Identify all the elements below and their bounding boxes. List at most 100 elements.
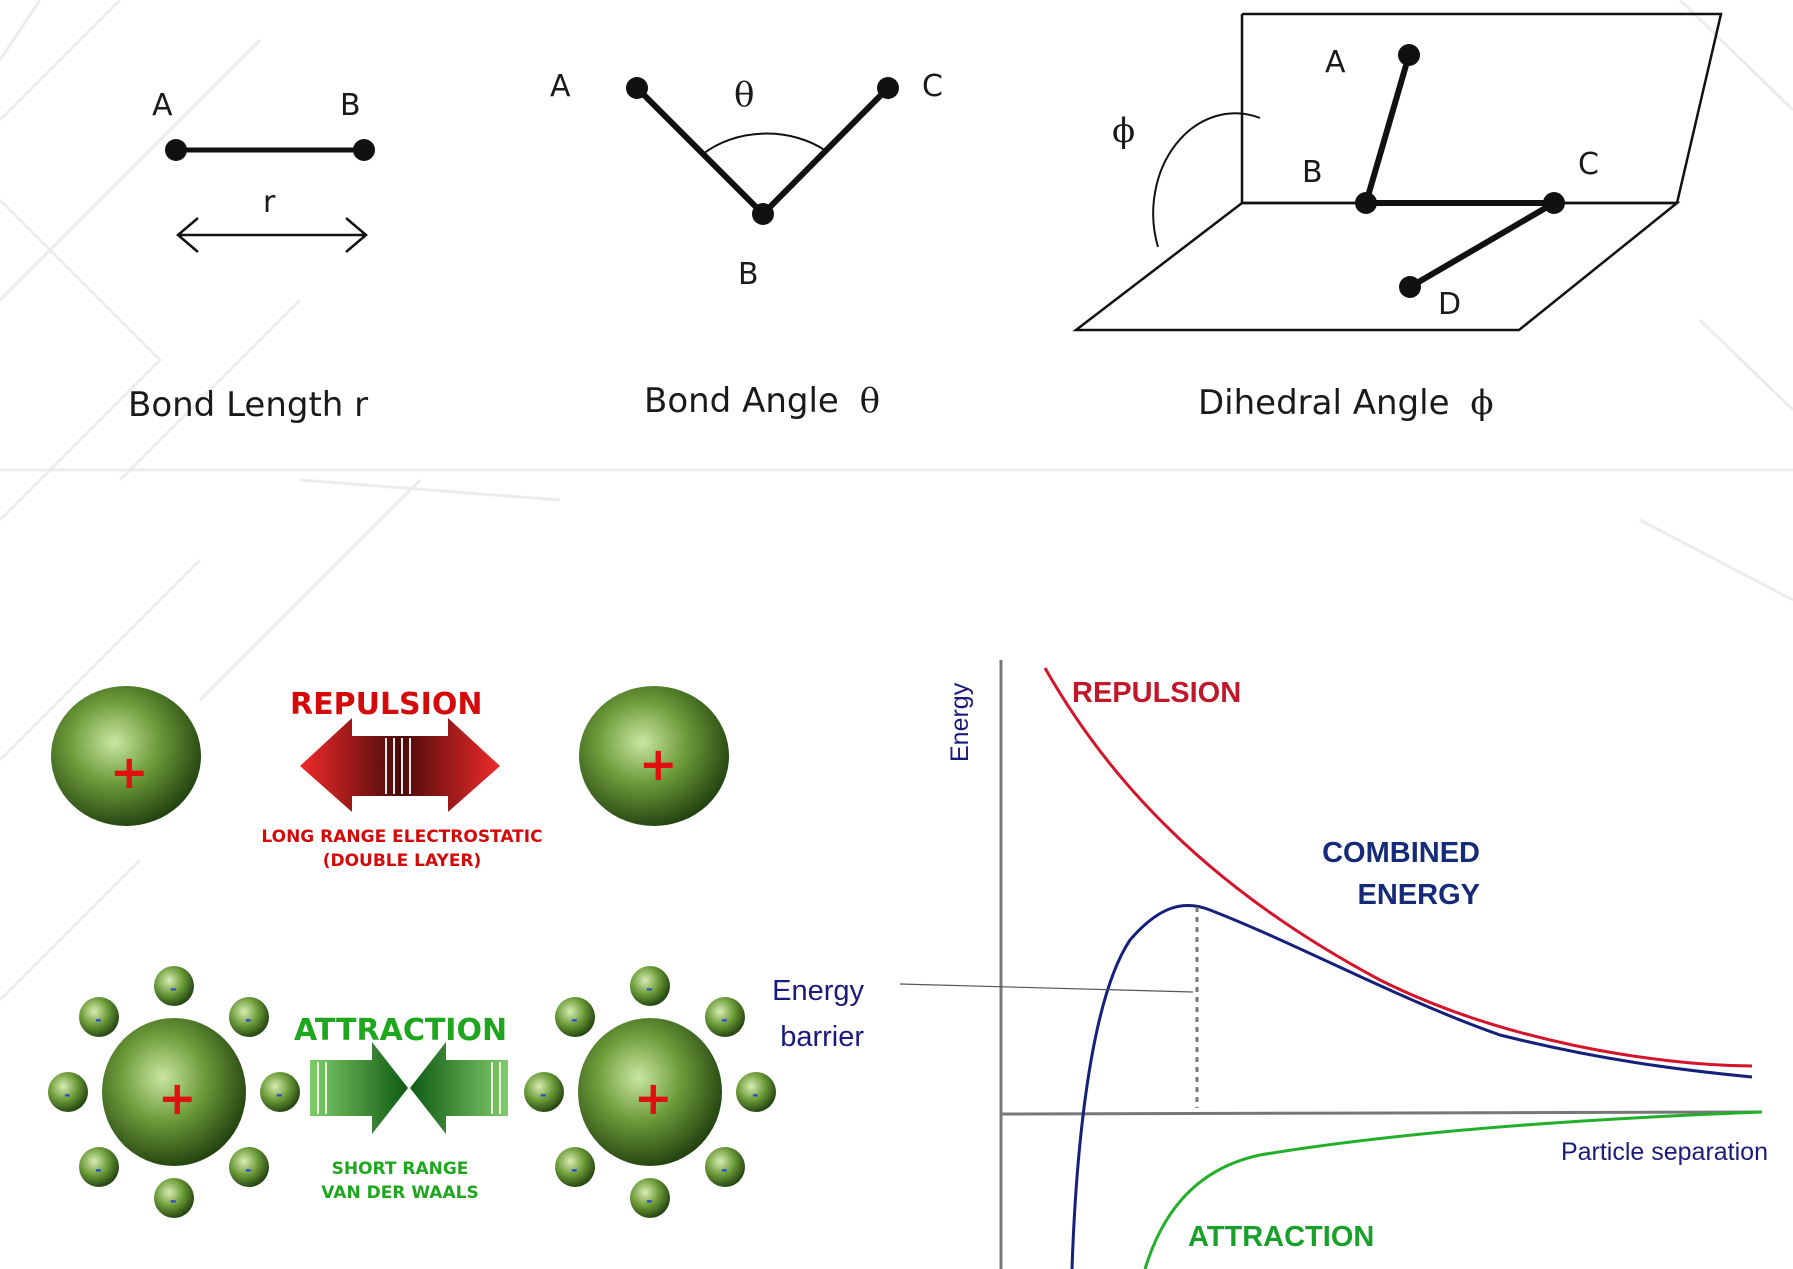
x-axis-label: Particle separation bbox=[1561, 1138, 1768, 1166]
ion-minus-sign: - bbox=[752, 1085, 759, 1104]
dihedral-angle-diagram: A B C D ϕ Dihedral Angle ϕ bbox=[1072, 12, 1723, 423]
combined-energy-curve bbox=[1070, 903, 1753, 1269]
atom-d bbox=[1399, 276, 1421, 298]
ion-minus-sign: - bbox=[95, 1010, 102, 1029]
barrier-label-2: barrier bbox=[780, 1021, 864, 1053]
counter-ion bbox=[154, 966, 194, 1006]
counter-ions-left: -------- bbox=[48, 966, 300, 1218]
charge-plus-left: + bbox=[110, 745, 149, 799]
attraction-title: ATTRACTION bbox=[294, 1013, 507, 1048]
counter-ion bbox=[48, 1072, 88, 1112]
particle-right bbox=[579, 686, 729, 826]
double-arrow-repulsion bbox=[300, 718, 500, 812]
dihedral-angle-caption-symbol: ϕ bbox=[1470, 383, 1493, 423]
particle-left bbox=[51, 686, 201, 826]
counter-ion bbox=[555, 997, 595, 1037]
dihedral-symbol: ϕ bbox=[1112, 111, 1135, 151]
distance-arrow bbox=[176, 217, 368, 253]
attraction-subtitle-1: SHORT RANGE bbox=[332, 1159, 469, 1179]
atom-b-label: B bbox=[738, 257, 759, 292]
atom-b bbox=[752, 203, 774, 225]
lower-plane bbox=[1072, 201, 1681, 332]
counter-ion bbox=[555, 1147, 595, 1187]
ion-minus-sign: - bbox=[571, 1160, 578, 1179]
counter-ion bbox=[229, 1147, 269, 1187]
ion-minus-sign: - bbox=[646, 1191, 653, 1210]
atom-c-label: C bbox=[1578, 147, 1599, 182]
dihedral-angle-caption-text: Dihedral Angle bbox=[1198, 383, 1450, 423]
counter-ion bbox=[705, 997, 745, 1037]
atom-c-label: C bbox=[922, 69, 943, 104]
attraction-subtitle-2: VAN DER WAALS bbox=[321, 1183, 478, 1203]
atom-a-label: A bbox=[550, 69, 571, 104]
counter-ions-right: -------- bbox=[524, 966, 776, 1218]
repulsion-subtitle-1: LONG RANGE ELECTROSTATIC bbox=[261, 827, 542, 847]
atom-b-label: B bbox=[340, 88, 361, 123]
ion-minus-sign: - bbox=[245, 1160, 252, 1179]
dihedral-arc bbox=[1152, 112, 1261, 248]
angle-arc bbox=[702, 132, 827, 155]
counter-ion bbox=[79, 1147, 119, 1187]
repulsion-title: REPULSION bbox=[290, 687, 482, 722]
attraction-curve-label: ATTRACTION bbox=[1188, 1221, 1374, 1253]
ion-minus-sign: - bbox=[721, 1010, 728, 1029]
counter-ion bbox=[154, 1178, 194, 1218]
counter-ion bbox=[736, 1072, 776, 1112]
counter-ion bbox=[260, 1072, 300, 1112]
bond-length-caption: Bond Length r bbox=[128, 385, 368, 425]
bond-length-diagram: A B r Bond Length r bbox=[128, 88, 375, 425]
y-axis-label: Energy bbox=[946, 682, 974, 762]
angle-symbol: θ bbox=[734, 75, 754, 115]
atom-c bbox=[877, 77, 899, 99]
particle-left bbox=[102, 1018, 246, 1166]
ion-minus-sign: - bbox=[64, 1085, 71, 1104]
bond-angle-caption-text: Bond Angle bbox=[644, 381, 839, 421]
atom-a bbox=[1398, 44, 1420, 66]
distance-symbol: r bbox=[263, 185, 276, 220]
ion-minus-sign: - bbox=[276, 1085, 283, 1104]
bond-angle-caption-symbol: θ bbox=[860, 381, 880, 421]
counter-ion bbox=[79, 997, 119, 1037]
repulsion-subtitle-2: (DOUBLE LAYER) bbox=[323, 851, 482, 871]
colloid-interaction-panel: + + REPULSION LONG RANGE ELECTROSTATIC (… bbox=[48, 686, 776, 1218]
charge-plus-right: + bbox=[639, 737, 678, 791]
atom-a bbox=[165, 139, 187, 161]
x-axis bbox=[1000, 1110, 1763, 1116]
attraction-row: + + -------- -------- ATTRACTION SHORT R… bbox=[48, 966, 776, 1218]
ion-minus-sign: - bbox=[721, 1160, 728, 1179]
charge-plus-left: + bbox=[158, 1071, 197, 1125]
ion-minus-sign: - bbox=[170, 1191, 177, 1210]
counter-ion bbox=[705, 1147, 745, 1187]
particle-right bbox=[578, 1018, 722, 1166]
ion-minus-sign: - bbox=[571, 1010, 578, 1029]
molecular-geometry-panel: A B r Bond Length r A B C θ Bond Angle θ bbox=[128, 12, 1723, 425]
ion-minus-sign: - bbox=[95, 1160, 102, 1179]
atom-b bbox=[1355, 192, 1377, 214]
atom-a-label: A bbox=[1325, 45, 1346, 80]
counter-ion bbox=[524, 1072, 564, 1112]
atom-a bbox=[626, 77, 648, 99]
atom-b bbox=[353, 139, 375, 161]
combined-label-1: COMBINED bbox=[1322, 837, 1480, 869]
double-arrow-attraction bbox=[310, 1042, 508, 1134]
charge-plus-right: + bbox=[634, 1071, 673, 1125]
atom-d-label: D bbox=[1438, 287, 1461, 322]
bond-angle-diagram: A B C θ Bond Angle θ bbox=[550, 69, 943, 421]
combined-label-2: ENERGY bbox=[1358, 879, 1480, 911]
ion-minus-sign: - bbox=[540, 1085, 547, 1104]
repulsion-curve bbox=[1043, 667, 1753, 1068]
dihedral-angle-caption: Dihedral Angle ϕ bbox=[1198, 383, 1494, 423]
repulsion-curve-label: REPULSION bbox=[1072, 677, 1241, 709]
atom-b-label: B bbox=[1302, 155, 1323, 190]
atom-a-label: A bbox=[152, 88, 173, 123]
bond-angle-caption: Bond Angle θ bbox=[644, 381, 880, 421]
atom-c bbox=[1543, 192, 1565, 214]
ion-minus-sign: - bbox=[170, 979, 177, 998]
counter-ion bbox=[630, 1178, 670, 1218]
counter-ion bbox=[229, 997, 269, 1037]
attraction-curve bbox=[1143, 1110, 1763, 1269]
barrier-pointer bbox=[899, 983, 1194, 993]
barrier-label-1: Energy bbox=[772, 975, 864, 1007]
